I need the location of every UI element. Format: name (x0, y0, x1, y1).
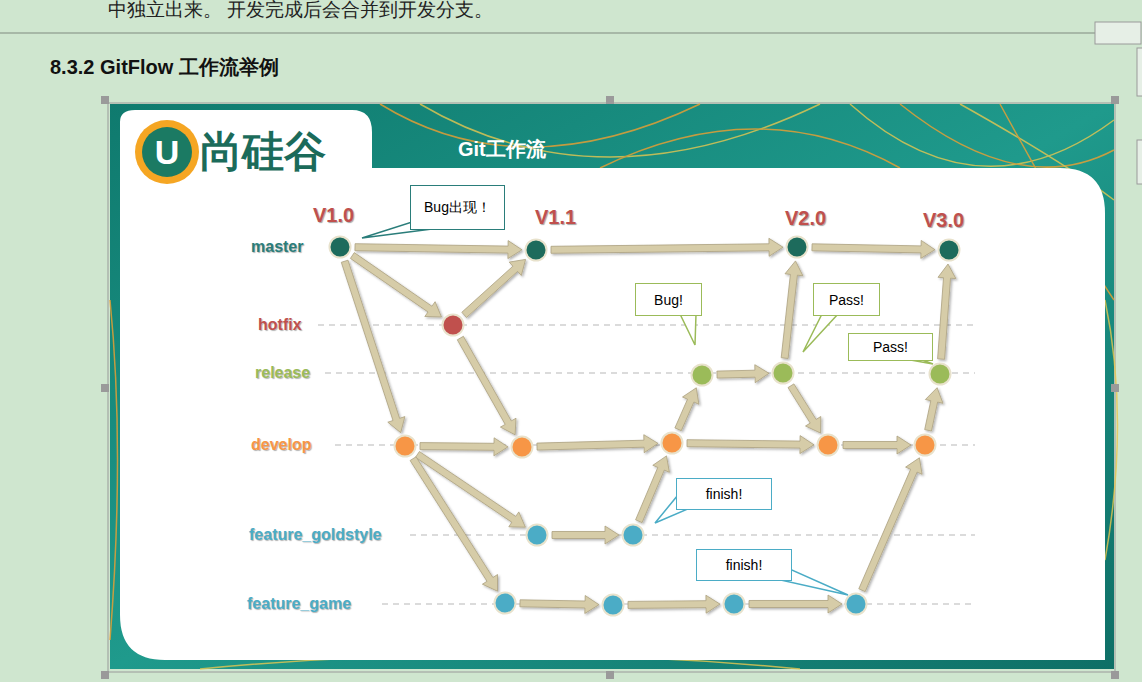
commit-dot (395, 436, 416, 457)
callout-box: finish! (696, 549, 792, 581)
callout-tails (362, 222, 933, 595)
commit-dot (930, 364, 951, 385)
commit-dot (603, 595, 624, 616)
branch-name: feature_game (247, 594, 351, 614)
flow-arrow (551, 238, 783, 256)
callout-text: Bug出现！ (424, 199, 491, 217)
flow-arrow (520, 596, 599, 614)
flow-arrow (812, 240, 935, 258)
flow-arrow (552, 526, 619, 544)
selection-frame (108, 103, 1115, 672)
logo-ring (135, 120, 199, 184)
logo-letter: U (147, 132, 187, 172)
flow-arrow (675, 388, 699, 431)
commit-dot (623, 525, 644, 546)
ui-box (1095, 22, 1141, 44)
branch-name: master (251, 237, 303, 257)
callout-box: Pass! (813, 283, 880, 316)
flow-arrow (938, 264, 956, 359)
version-label: V1.1 (535, 205, 576, 229)
slide-title: Git工作流 (458, 136, 546, 163)
body-text: 中独立出来。 开发完成后会合并到开发分支。 (108, 0, 493, 23)
flow-arrow (420, 438, 508, 456)
callout-box: finish! (676, 478, 772, 510)
flow-arrow (859, 458, 922, 592)
commit-dot (330, 237, 351, 258)
logo-core (142, 127, 192, 177)
branch-name: develop (251, 435, 311, 455)
version-label: V2.0 (785, 206, 826, 230)
flow-arrow (628, 595, 720, 613)
ui-box (1137, 140, 1142, 184)
flow-arrow (457, 336, 516, 435)
commit-dots (330, 237, 960, 616)
slide-ground (110, 104, 1114, 669)
commit-dot (692, 365, 713, 386)
callout-box: Bug出现！ (410, 185, 505, 230)
commit-dot (662, 433, 683, 454)
brand-name: 尚硅谷 (200, 127, 326, 177)
commit-dot (846, 594, 867, 615)
merge-arrows (341, 238, 956, 613)
commit-dot (818, 435, 839, 456)
flow-arrow (341, 260, 405, 433)
callout-box: Bug! (635, 283, 702, 316)
flow-arrow (925, 388, 943, 431)
callout-text: Pass! (829, 292, 864, 308)
flow-arrow (355, 241, 522, 259)
callout-text: Bug! (654, 292, 683, 308)
flow-arrow (687, 436, 814, 454)
callout-box: Pass! (848, 333, 933, 361)
version-label: V3.0 (923, 208, 964, 232)
commit-dot (527, 525, 548, 546)
commit-dot (443, 315, 464, 336)
flow-arrow (462, 259, 526, 317)
flow-arrow (350, 253, 441, 317)
commit-dot (787, 237, 808, 258)
flow-arrow (537, 435, 658, 453)
flow-arrow (788, 384, 821, 433)
flow-arrow (781, 261, 803, 359)
flow-arrow (749, 595, 842, 613)
commit-dot (724, 594, 745, 615)
commit-dot (512, 437, 533, 458)
branch-name: release (255, 363, 310, 383)
swirl-lines (110, 104, 1118, 669)
flow-arrow (843, 436, 911, 454)
version-label: V1.0 (313, 203, 354, 227)
callout-text: finish! (726, 557, 763, 573)
commit-dot (495, 593, 516, 614)
selection-handles (101, 96, 1119, 679)
section-heading: 8.3.2 GitFlow 工作流举例 (50, 54, 279, 81)
branch-name: feature_goldstyle (249, 525, 381, 545)
commit-dot (939, 240, 960, 261)
commit-dot (915, 435, 936, 456)
ui-box (1137, 48, 1142, 96)
white-panel (120, 110, 1105, 660)
branch-name: hotfix (258, 315, 302, 335)
commit-dot (526, 240, 547, 261)
callout-text: finish! (706, 486, 743, 502)
branch-lanes (318, 325, 975, 604)
callout-text: Pass! (873, 339, 908, 355)
flow-arrow (410, 457, 497, 591)
page-rule (0, 32, 1095, 34)
flow-arrow (717, 365, 769, 383)
commit-dot (773, 363, 794, 384)
